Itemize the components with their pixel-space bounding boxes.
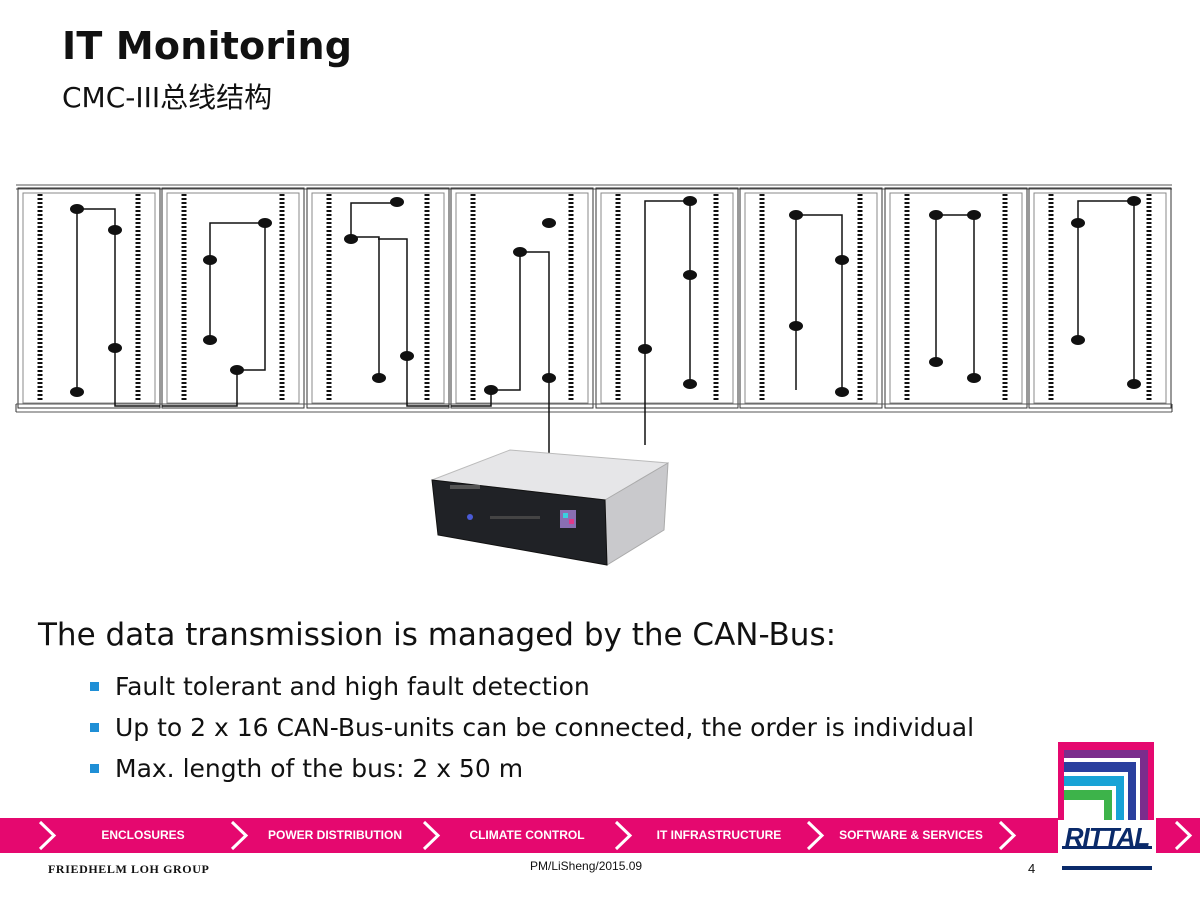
can-bus-heading: The data transmission is managed by the … bbox=[38, 617, 837, 653]
sensor-node bbox=[835, 255, 849, 265]
nav-software-services[interactable]: SOFTWARE & SERVICES bbox=[839, 828, 983, 842]
sensor-node bbox=[513, 247, 527, 257]
sensor-node bbox=[203, 335, 217, 345]
rack-enclosure-5 bbox=[595, 187, 739, 409]
can-bus-diagram bbox=[15, 184, 1173, 566]
sensor-node bbox=[835, 387, 849, 397]
sensor-node bbox=[1071, 335, 1085, 345]
rack-enclosure-7 bbox=[884, 187, 1028, 409]
sensor-node bbox=[1127, 379, 1141, 389]
sensor-node bbox=[1071, 218, 1085, 228]
rack-enclosure-4 bbox=[450, 187, 594, 409]
sensor-node bbox=[683, 270, 697, 280]
can-bus-nodes bbox=[70, 196, 1141, 397]
bullet-icon bbox=[90, 764, 99, 773]
sensor-node bbox=[344, 234, 358, 244]
footer-group-name: FRIEDHELM LOH GROUP bbox=[48, 862, 210, 876]
logo-wordmark: RITTAL bbox=[1064, 822, 1151, 852]
sensor-node bbox=[108, 343, 122, 353]
sensor-node bbox=[203, 255, 217, 265]
nav-enclosures[interactable]: ENCLOSURES bbox=[101, 828, 185, 842]
sensor-node bbox=[789, 321, 803, 331]
sensor-node bbox=[1127, 196, 1141, 206]
rack-enclosure-1 bbox=[17, 187, 161, 409]
chevron-right-icon bbox=[38, 820, 1193, 851]
rack-enclosure-8 bbox=[1028, 187, 1172, 409]
rittal-logo: RITTAL bbox=[1058, 742, 1156, 874]
rittal-logo-mark bbox=[1058, 742, 1154, 870]
rack-row bbox=[15, 184, 1173, 413]
sensor-node bbox=[258, 218, 272, 228]
page-number: 4 bbox=[1028, 861, 1036, 876]
sensor-node bbox=[683, 196, 697, 206]
sensor-node bbox=[542, 373, 556, 383]
sensor-node bbox=[484, 385, 498, 395]
rack-enclosure-2 bbox=[161, 187, 305, 409]
sensor-node bbox=[372, 373, 386, 383]
rack-enclosure-6 bbox=[739, 187, 883, 409]
sensor-node bbox=[929, 210, 943, 220]
nav-power-distribution[interactable]: POWER DISTRIBUTION bbox=[268, 828, 402, 842]
slide-subtitle: CMC-III总线结构 bbox=[62, 81, 273, 114]
list-item: Up to 2 x 16 CAN-Bus-units can be connec… bbox=[88, 707, 974, 748]
sensor-node bbox=[70, 204, 84, 214]
list-item: Max. length of the bus: 2 x 50 m bbox=[88, 748, 974, 789]
sensor-node bbox=[683, 379, 697, 389]
sensor-node bbox=[542, 218, 556, 228]
sensor-node bbox=[108, 225, 122, 235]
bullet-icon bbox=[90, 723, 99, 732]
sensor-node bbox=[967, 373, 981, 383]
category-nav-bar: ENCLOSURES POWER DISTRIBUTION CLIMATE CO… bbox=[0, 818, 1200, 853]
sensor-node bbox=[70, 387, 84, 397]
list-item: Fault tolerant and high fault detection bbox=[88, 666, 974, 707]
sensor-node bbox=[400, 351, 414, 361]
nav-climate-control[interactable]: CLIMATE CONTROL bbox=[469, 828, 585, 842]
sensor-node bbox=[789, 210, 803, 220]
nav-it-infrastructure[interactable]: IT INFRASTRUCTURE bbox=[656, 828, 782, 842]
bullet-icon bbox=[90, 682, 99, 691]
footer-author: PM/LiSheng/2015.09 bbox=[530, 859, 643, 873]
slide-title: IT Monitoring bbox=[62, 24, 353, 68]
rack-enclosure-3 bbox=[306, 187, 450, 409]
sensor-node bbox=[967, 210, 981, 220]
cmc-controller-device bbox=[431, 449, 669, 566]
can-bus-wiring bbox=[76, 200, 1135, 462]
sensor-node bbox=[638, 344, 652, 354]
sensor-node bbox=[929, 357, 943, 367]
sensor-node bbox=[390, 197, 404, 207]
sensor-node bbox=[230, 365, 244, 375]
feature-list: Fault tolerant and high fault detection … bbox=[88, 666, 974, 789]
